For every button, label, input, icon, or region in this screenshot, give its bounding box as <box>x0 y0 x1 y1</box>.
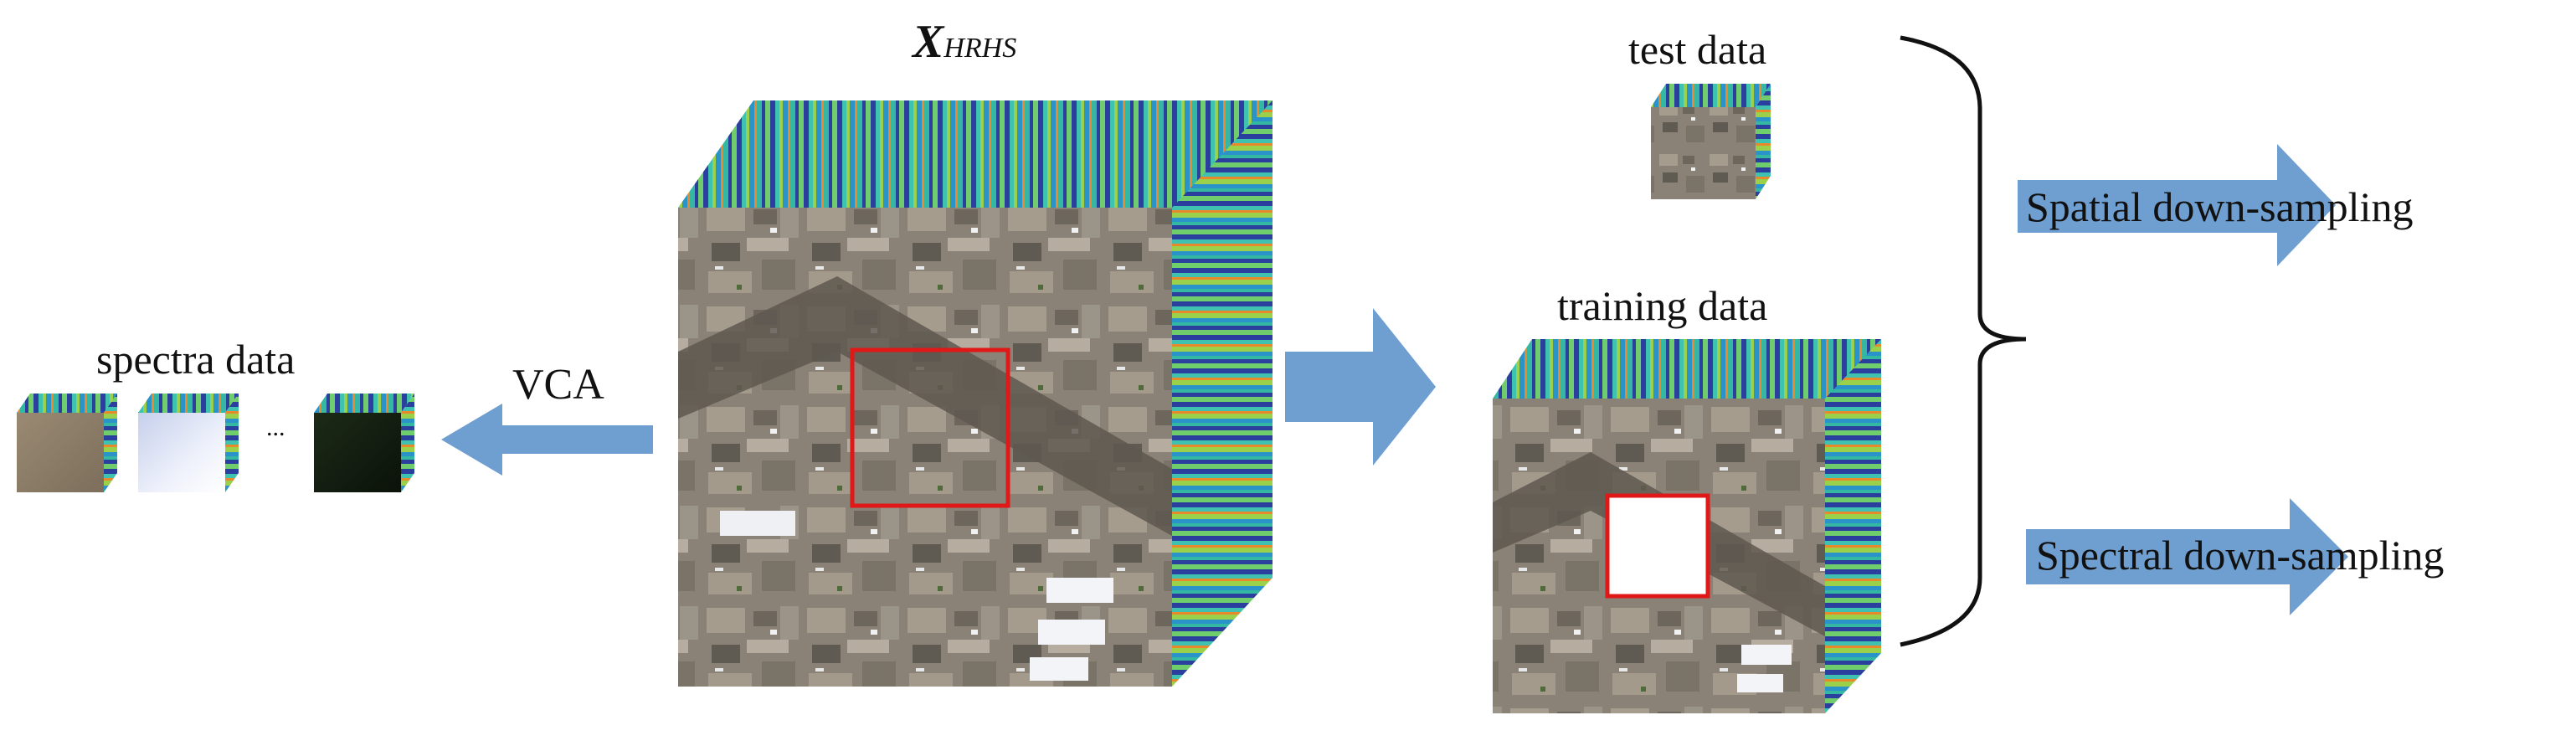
test-cube-side-face <box>1756 84 1771 199</box>
spectra-ellipsis: ... <box>266 414 285 441</box>
spectra-cube-2-side <box>225 394 239 492</box>
spectra-cube-1-side <box>104 394 117 492</box>
main-cube-roof <box>1030 657 1088 681</box>
spatial-down-sampling-label: Spatial down-sampling <box>2026 183 2414 230</box>
spectra-cube-1-front <box>17 413 104 492</box>
main-cube-side-face <box>1172 100 1273 687</box>
spectra-cube-1-top <box>17 394 117 413</box>
training-data-label: training data <box>1557 282 1768 329</box>
spectra-cube-1 <box>17 394 117 492</box>
hrhs-title-subscript: HRHS <box>944 33 1017 64</box>
main-cube-roof <box>1038 620 1105 645</box>
hrhs-title-main: X <box>913 16 944 68</box>
test-data-cube <box>1651 84 1771 199</box>
training-cube-side-face <box>1825 339 1881 713</box>
spectra-cube-n-front <box>314 413 401 492</box>
spectra-cube-2-top <box>138 394 239 413</box>
arrow-spatial-down-sampling <box>2018 144 2336 266</box>
arrow-to-training <box>1285 308 1436 466</box>
vca-label: VCA <box>512 361 604 409</box>
spectra-cube-2 <box>138 394 239 492</box>
main-hrhs-cube <box>678 100 1273 687</box>
main-cube-roof <box>720 511 795 536</box>
arrow-spectral-down-sampling <box>2026 498 2348 615</box>
hrhs-title: XHRHS <box>913 15 1016 69</box>
training-cube-top-face <box>1493 339 1881 399</box>
spectra-cube-n <box>314 394 414 492</box>
main-cube-roof <box>1046 578 1113 603</box>
main-cube-runway <box>678 276 1172 536</box>
spectra-cube-n-side <box>401 394 414 492</box>
spectra-cube-2-front <box>138 413 225 492</box>
training-data-cube <box>1493 339 1881 713</box>
test-cube-front-face <box>1651 107 1756 199</box>
main-cube-selection-box <box>850 347 1010 508</box>
test-data-label: test data <box>1628 26 1767 73</box>
training-cube-roof <box>1741 645 1792 665</box>
main-cube-top-face <box>678 100 1273 208</box>
training-cube-roof <box>1737 674 1783 692</box>
spectra-data-label: spectra data <box>96 336 296 383</box>
arrow-vca <box>441 404 653 476</box>
training-cube-masked-region <box>1605 493 1710 599</box>
spectral-down-sampling-label: Spectral down-sampling <box>2036 532 2445 579</box>
spectra-cube-n-top <box>314 394 414 413</box>
curly-brace <box>1900 35 2027 647</box>
test-cube-top-face <box>1651 84 1771 107</box>
